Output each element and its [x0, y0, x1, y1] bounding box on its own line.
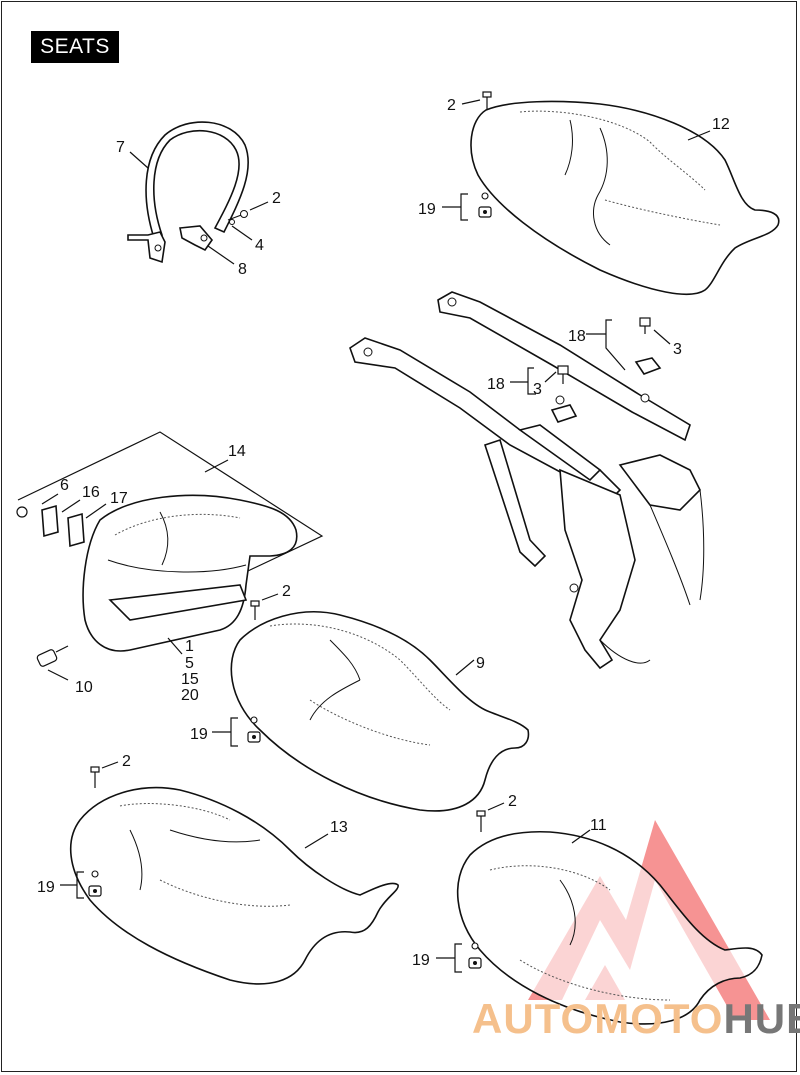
- callout-12: 12: [712, 116, 730, 133]
- watermark-part1: AUTOMOTO: [472, 995, 724, 1042]
- callout-15: 15: [181, 671, 199, 688]
- motorcycle-frame: [349, 291, 705, 670]
- callout-4: 4: [255, 237, 264, 254]
- callout-2: 2: [282, 583, 291, 600]
- fastener-19-top: [442, 192, 492, 221]
- callout-18: 18: [568, 328, 586, 345]
- callout-17: 17: [110, 490, 128, 507]
- page-title: SEATS: [31, 31, 119, 63]
- callout-2: 2: [508, 793, 517, 810]
- callout-2: 2: [447, 97, 456, 114]
- callout-11: 11: [590, 817, 607, 834]
- mounting-plate-8: [127, 225, 214, 264]
- fastener-19-mid: [212, 716, 261, 747]
- backrest-bracket-7: [145, 121, 249, 240]
- screw-2-seat9: [250, 593, 279, 620]
- callout-3: 3: [673, 341, 682, 358]
- callout-6: 6: [60, 477, 69, 494]
- seat-11: [456, 830, 763, 1025]
- backrest-pad-14: [82, 494, 298, 652]
- fastener-19-right: [436, 942, 482, 973]
- callout-10: 10: [75, 679, 93, 696]
- callout-20: 20: [181, 687, 199, 704]
- watermark-part2: HUB: [723, 995, 800, 1042]
- callout-7: 7: [116, 139, 125, 156]
- callout-16: 16: [82, 484, 100, 501]
- callout-3: 3: [533, 381, 542, 398]
- hardware-6-16-17: [16, 493, 107, 548]
- callout-9: 9: [476, 655, 485, 672]
- callout-19: 19: [37, 879, 55, 896]
- callout-19: 19: [190, 726, 208, 743]
- callout-13: 13: [330, 819, 348, 836]
- screw-2-top: [461, 91, 492, 110]
- callout-8: 8: [238, 261, 247, 278]
- callout-14: 14: [228, 443, 246, 460]
- callout-5: 5: [185, 655, 194, 672]
- fastener-18-lower: [510, 365, 578, 423]
- callout-1: 1: [185, 638, 194, 655]
- fastener-18-upper: [586, 317, 671, 375]
- callout-2: 2: [272, 190, 281, 207]
- screw-2-bracket: [227, 201, 269, 225]
- backrest-outline-box: [17, 431, 324, 605]
- knob-10: [36, 645, 69, 681]
- callout-19: 19: [412, 952, 430, 969]
- screw-2-seat13: [90, 761, 119, 788]
- callout-18: 18: [487, 376, 505, 393]
- screw-2-seat11: [476, 802, 505, 832]
- callout-2: 2: [122, 753, 131, 770]
- seat-12: [470, 100, 780, 296]
- fastener-19-left: [60, 870, 102, 899]
- seat-13: [69, 786, 399, 985]
- seat-9: [230, 611, 530, 812]
- watermark-text: AUTOMOTOHUB: [472, 995, 800, 1043]
- callout-19: 19: [418, 201, 436, 218]
